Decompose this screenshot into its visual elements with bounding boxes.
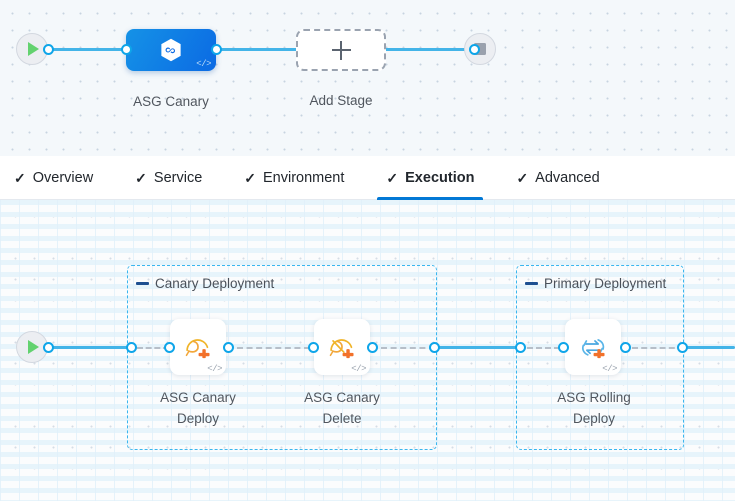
tab-environment[interactable]: ✓ Environment [244, 156, 344, 200]
check-icon: ✓ [135, 169, 147, 186]
edge-dash-step3-out [632, 347, 684, 349]
stage-tab-bar: ✓ Overview ✓ Service ✓ Environment ✓ Exe… [0, 156, 735, 200]
edge-addstage-to-end [381, 48, 475, 51]
step-node-asg-canary-deploy[interactable]: </> [170, 319, 226, 375]
step-group-primary-deployment[interactable] [516, 265, 684, 450]
check-icon: ✓ [14, 169, 26, 186]
add-stage-label: Add Stage [309, 93, 373, 108]
tab-overview-label: Overview [32, 169, 94, 186]
edge-stage-to-addstage [211, 48, 303, 51]
tab-execution[interactable]: ✓ Execution [377, 156, 484, 200]
step-group-canary-deployment-label: Canary Deployment [155, 276, 275, 291]
execution-canvas[interactable]: Canary Deployment </> ASG Canary Deploy [0, 200, 735, 501]
step-code-badge: </> [602, 364, 617, 374]
edge-exec-start-to-group1 [43, 346, 130, 349]
step-label-asg-canary-delete: ASG Canary Delete [282, 388, 402, 430]
step-node-asg-canary-delete[interactable]: </> [314, 319, 370, 375]
edge-dash-in-step1 [137, 347, 169, 349]
port-step-asg-canary-delete-in[interactable] [308, 342, 319, 353]
edge-dash-step1-to-step2 [237, 347, 310, 349]
edge-dash-step2-out [381, 347, 435, 349]
tab-overview[interactable]: ✓ Overview [14, 156, 93, 200]
port-step-asg-rolling-deploy-in[interactable] [558, 342, 569, 353]
asg-canary-deploy-icon [185, 339, 210, 359]
stage-node-asg-canary[interactable]: </> [126, 29, 216, 71]
play-icon [28, 42, 39, 56]
port-end-in[interactable] [469, 44, 480, 55]
step-code-badge: </> [351, 364, 366, 374]
port-group1-out[interactable] [429, 342, 440, 353]
pipeline-start-node[interactable] [16, 33, 48, 65]
tab-environment-label: Environment [263, 169, 345, 186]
port-exec-start-out[interactable] [43, 342, 54, 353]
port-group2-out[interactable] [677, 342, 688, 353]
edge-group2-outflow [687, 346, 735, 349]
check-icon: ✓ [516, 169, 529, 186]
step-label-line2: Delete [322, 410, 362, 426]
execution-start-node[interactable] [16, 331, 48, 363]
step-group-primary-deployment-header[interactable]: Primary Deployment [525, 276, 666, 291]
port-start-out[interactable] [43, 44, 54, 55]
port-step-asg-canary-delete-out[interactable] [367, 342, 378, 353]
step-group-primary-deployment-label: Primary Deployment [544, 276, 667, 291]
tab-execution-label: Execution [405, 169, 475, 186]
harness-hexagon-infinity-icon [161, 38, 181, 62]
step-label-asg-rolling-deploy: ASG Rolling Deploy [534, 388, 654, 430]
step-label-line1: ASG Canary [160, 390, 236, 405]
stage-code-badge: </> [196, 59, 211, 69]
tab-service-label: Service [153, 169, 203, 186]
step-label-line1: ASG Canary [304, 390, 380, 405]
step-label-line1: ASG Rolling [557, 390, 631, 405]
stage-canvas[interactable]: </> ASG Canary Add Stage [0, 0, 735, 156]
tab-service[interactable]: ✓ Service [135, 156, 202, 200]
port-step-asg-canary-deploy-out[interactable] [223, 342, 234, 353]
step-label-line2: Deploy [572, 410, 616, 426]
tab-advanced[interactable]: ✓ Advanced [516, 156, 599, 200]
port-group2-in[interactable] [515, 342, 526, 353]
port-step-asg-canary-deploy-in[interactable] [164, 342, 175, 353]
edge-dash-in-step3 [527, 347, 560, 349]
port-group1-in[interactable] [126, 342, 137, 353]
add-stage-button[interactable] [296, 29, 386, 71]
asg-rolling-deploy-icon [581, 339, 605, 359]
asg-canary-delete-icon [329, 339, 354, 359]
port-stage-out[interactable] [211, 44, 222, 55]
step-code-badge: </> [207, 364, 222, 374]
step-label-line2: Deploy [176, 410, 220, 426]
check-icon: ✓ [386, 169, 399, 186]
step-group-canary-deployment[interactable] [127, 265, 437, 450]
port-stage-in[interactable] [121, 44, 132, 55]
edge-group1-to-group2 [437, 346, 521, 349]
stage-label: ASG Canary [133, 94, 209, 109]
step-label-asg-canary-deploy: ASG Canary Deploy [138, 388, 258, 430]
step-group-canary-deployment-header[interactable]: Canary Deployment [136, 276, 274, 291]
collapse-dash-icon[interactable] [136, 282, 149, 285]
plus-icon [331, 40, 351, 60]
check-icon: ✓ [244, 169, 256, 186]
port-step-asg-rolling-deploy-out[interactable] [620, 342, 631, 353]
step-node-asg-rolling-deploy[interactable]: </> [565, 319, 621, 375]
edge-start-to-stage [43, 48, 133, 51]
play-icon [28, 340, 39, 354]
collapse-dash-icon[interactable] [525, 282, 538, 285]
tab-advanced-label: Advanced [535, 169, 600, 186]
